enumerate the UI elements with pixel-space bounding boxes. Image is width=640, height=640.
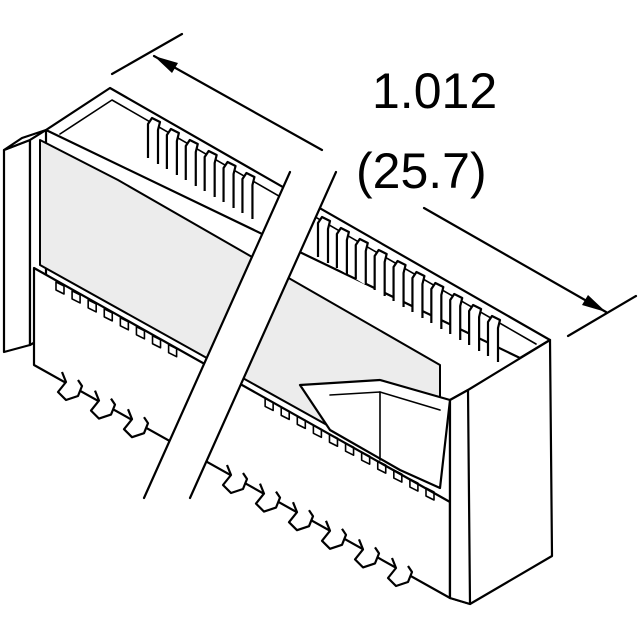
front-contact <box>87 299 97 313</box>
solder-tail <box>320 520 348 550</box>
rear-contact <box>430 281 445 329</box>
rear-contact <box>316 215 332 263</box>
rear-contact-row <box>146 116 502 362</box>
front-contact <box>360 451 371 465</box>
front-contact <box>312 424 323 439</box>
extension-line-left <box>110 32 184 76</box>
rear-contact <box>392 259 407 307</box>
solder-tail <box>221 464 249 495</box>
front-contact <box>167 343 178 358</box>
rear-contact <box>165 127 180 175</box>
break-band <box>142 170 338 500</box>
rear-contact <box>354 237 369 285</box>
rear-contact <box>449 292 464 340</box>
dimension-line-left <box>152 54 324 152</box>
dimension-line-right <box>422 206 608 314</box>
rear-contact <box>222 160 237 208</box>
solder-tail <box>254 483 282 513</box>
front-contact <box>393 469 403 483</box>
front-contact <box>103 308 114 322</box>
polarization-key <box>298 378 452 490</box>
front-contact <box>328 433 339 448</box>
solder-tail <box>353 538 381 569</box>
solder-tail <box>386 557 414 588</box>
dimension-annotation <box>110 32 638 338</box>
arrowhead-right <box>582 295 606 312</box>
rear-contact <box>468 303 483 351</box>
extension-line-right <box>566 294 638 338</box>
rear-contact <box>411 270 426 318</box>
rear-contact <box>146 116 162 164</box>
front-contact <box>296 415 307 430</box>
front-contact <box>376 460 387 474</box>
front-contact <box>119 317 130 331</box>
rear-contact <box>486 314 502 362</box>
rear-contact <box>203 149 218 197</box>
solder-tail <box>89 390 117 420</box>
dimension-inch-label: 1.012 <box>372 63 497 119</box>
front-contact-row <box>55 281 435 501</box>
front-contact <box>71 290 81 304</box>
solder-tail <box>122 408 150 439</box>
rear-contact <box>184 138 199 186</box>
front-contact <box>344 442 355 457</box>
dimension-mm-label: (25.7) <box>356 143 487 199</box>
rear-contact <box>241 171 256 219</box>
arrowhead-left <box>154 56 178 73</box>
front-contact <box>55 281 65 295</box>
solder-tail <box>287 501 315 532</box>
front-contact <box>151 334 162 349</box>
rear-contact <box>335 226 350 274</box>
solder-tail <box>56 371 84 402</box>
front-contact <box>425 487 435 501</box>
front-contact <box>264 397 274 412</box>
front-contact <box>409 478 419 492</box>
front-contact <box>280 406 291 421</box>
rear-contact <box>373 248 388 296</box>
front-contact <box>135 325 146 340</box>
solder-tail-row <box>56 371 414 588</box>
